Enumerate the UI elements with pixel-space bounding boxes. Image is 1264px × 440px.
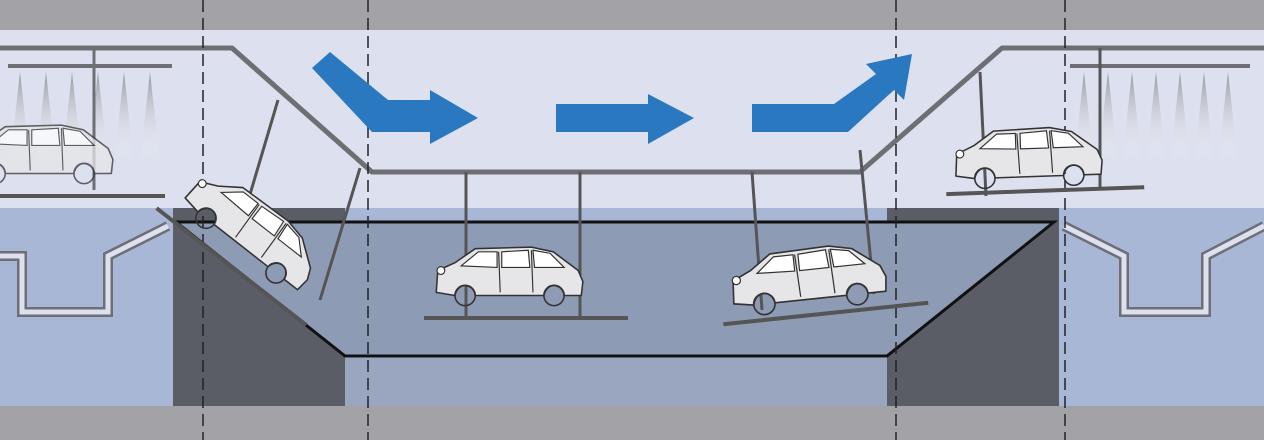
left-spray-station <box>0 48 172 198</box>
flow-arrow-icon <box>312 52 912 144</box>
car-body-icon <box>155 99 362 327</box>
ceiling-band <box>0 0 1264 30</box>
section-lines <box>202 0 1066 440</box>
pit-floor <box>345 358 887 406</box>
car-body-icon <box>424 172 628 320</box>
car-body-icon <box>723 149 929 327</box>
conveyor-track <box>0 45 1264 175</box>
car-body-icon <box>946 48 1145 197</box>
floor-band <box>0 406 1264 440</box>
